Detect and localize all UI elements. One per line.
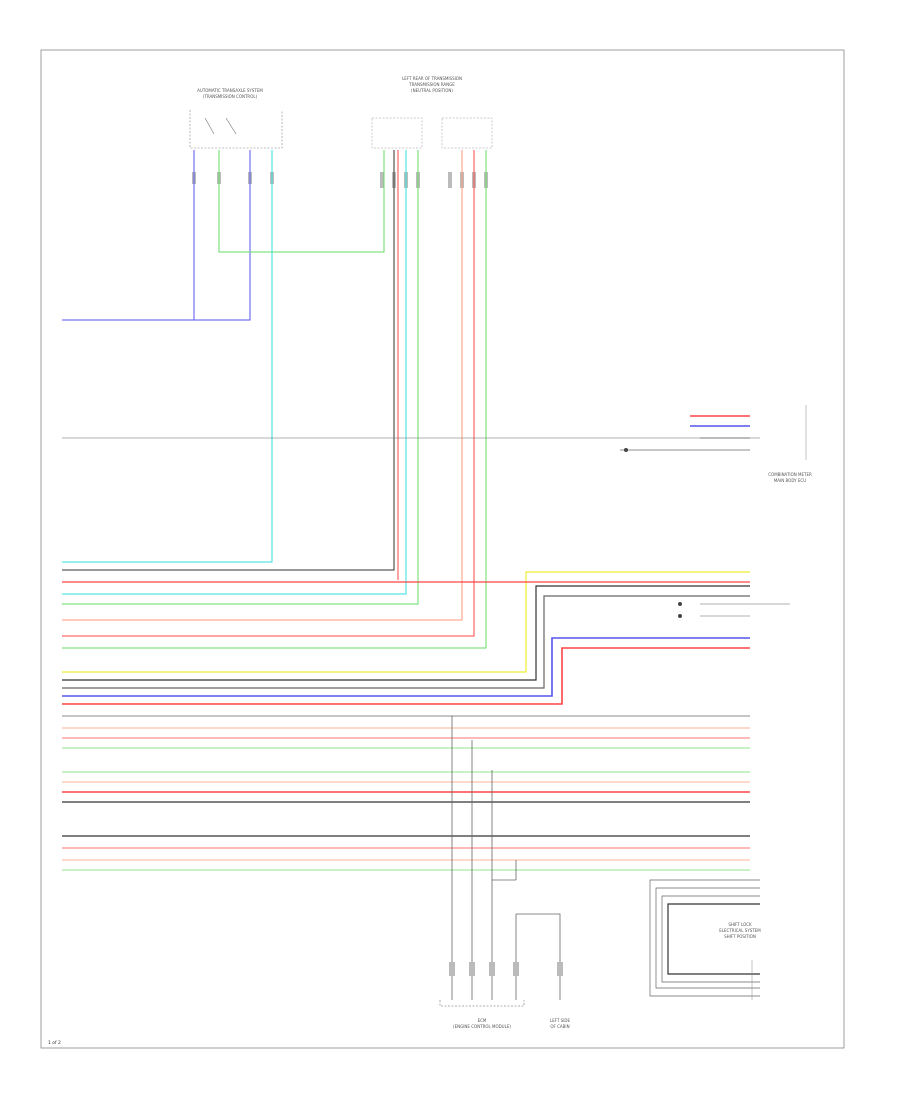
bottom-right-component <box>649 879 760 1000</box>
page-code: 1 of 2 <box>48 1040 61 1046</box>
component-bottom-right-sublabel2: SHIFT POSITION <box>724 934 756 939</box>
component-top-left-label: AUTOMATIC TRANSAXLE SYSTEM <box>197 88 263 93</box>
component-top-center-sublabel2: (NEUTRAL POSITION) <box>411 88 453 93</box>
bottom-label-2: LEFT SIDE <box>550 1018 571 1023</box>
ecm-verticals <box>439 716 563 1007</box>
component-top-center-sublabel: TRANSMISSION RANGE <box>408 82 455 87</box>
component-bottom-center-sublabel: (ENGINE CONTROL MODULE) <box>453 1024 511 1029</box>
component-top-left-sublabel: (TRANSMISSION CONTROL) <box>203 94 258 99</box>
top-left-component: AUTOMATIC TRANSAXLE SYSTEM (TRANSMISSION… <box>189 88 283 184</box>
component-bottom-right-label: SHIFT LOCK <box>728 922 752 927</box>
diagram-frame <box>40 49 845 1049</box>
lower-bus-wires <box>62 715 750 871</box>
component-right-mid-label2: MAIN BODY ECU <box>774 478 806 483</box>
right-group-wires <box>62 571 790 705</box>
component-right-mid-label: COMBINATION METER <box>768 472 812 477</box>
component-bottom-right-sublabel: ELECTRICAL SYSTEM <box>719 928 761 933</box>
component-bottom-center-label: ECM <box>478 1018 487 1023</box>
right-mid-component: COMBINATION METER MAIN BODY ECU <box>620 405 812 483</box>
bottom-label-2-sub: OF CABIN <box>550 1024 569 1029</box>
component-top-center-label: LEFT REAR OF TRANSMISSION <box>402 76 462 81</box>
top-wires <box>62 150 760 649</box>
